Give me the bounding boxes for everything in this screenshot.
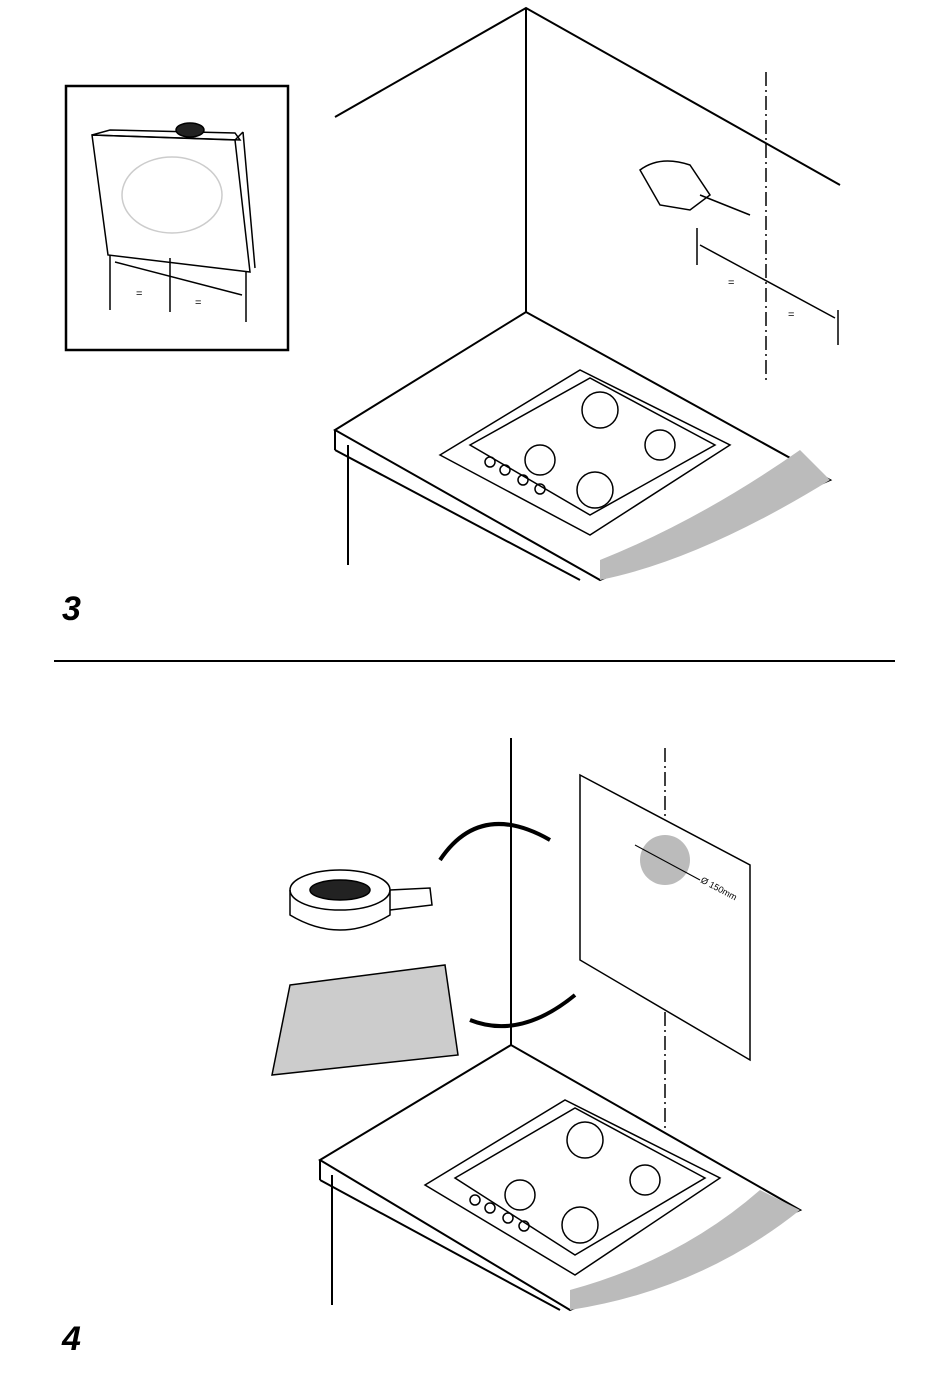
figure-number: 3 — [62, 590, 81, 628]
arrow-icon — [469, 993, 577, 1029]
figure-number: 4 — [62, 1320, 81, 1358]
figure-4-drawing: Ø 150mm — [271, 738, 803, 1312]
hood-inset-frame — [64, 84, 290, 352]
arrow-icon — [438, 822, 551, 862]
figure-3-drawing: = = = = — [64, 6, 841, 582]
equal-mark: = — [136, 288, 142, 300]
gas-hob — [423, 1099, 722, 1276]
equal-mark: = — [728, 277, 734, 289]
hood-inset — [91, 122, 256, 322]
wall-corner — [334, 6, 841, 186]
gas-hob — [438, 369, 732, 536]
equal-mark: = — [788, 309, 794, 321]
power-socket — [639, 160, 839, 345]
tape-roll — [289, 869, 433, 931]
equal-mark: = — [195, 297, 201, 309]
drilling-template — [579, 773, 751, 1062]
duct-hole — [640, 835, 690, 885]
paper-template — [271, 964, 459, 1076]
